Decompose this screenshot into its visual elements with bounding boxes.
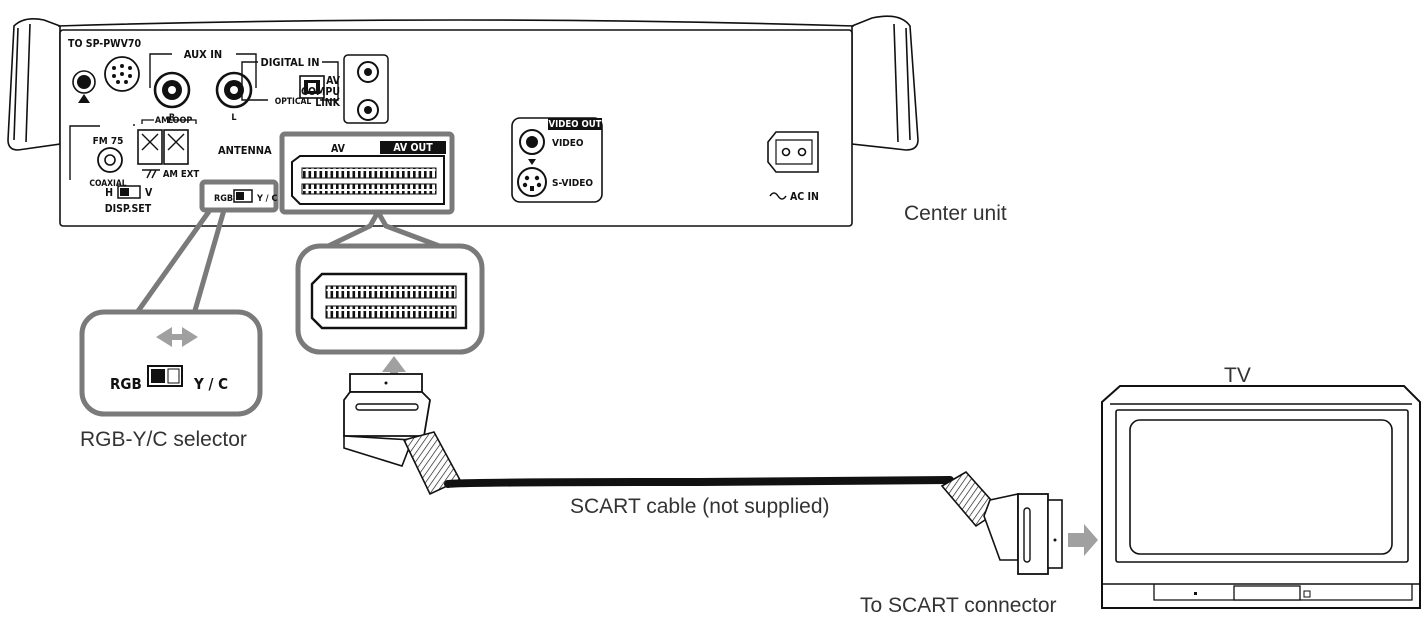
connector-caption: To SCART connector <box>860 594 1057 617</box>
av-compu-label-2: COMPU <box>301 86 340 98</box>
zoom-yc-label: Y / C <box>193 375 228 393</box>
av-compu-label-1: AV <box>326 75 341 87</box>
ac-in-label: AC IN <box>790 191 819 203</box>
slide-direction-icon <box>156 327 198 347</box>
aux-in-label: AUX IN <box>184 48 222 61</box>
fm-label: FM 75 <box>93 136 124 147</box>
digital-in-label: DIGITAL IN <box>261 56 320 69</box>
disp-set-label: DISP.SET <box>105 203 152 215</box>
selector-caption: RGB-Y/C selector <box>80 428 247 451</box>
scart-plug-unit-end <box>343 373 462 496</box>
tv-caption: TV <box>1224 364 1251 387</box>
aux-l-label: L <box>231 113 236 123</box>
to-sp-label: TO SP-PWV70 <box>68 38 141 50</box>
aux-r-label: R <box>169 113 176 123</box>
scart-zoom-callout <box>295 210 485 380</box>
to-tv-arrow-icon <box>1068 524 1098 556</box>
am-ext-label: AM EXT <box>163 169 200 180</box>
av-out-label: AV OUT <box>393 142 433 154</box>
scart-cable <box>343 373 1098 575</box>
tv-set <box>1101 385 1421 609</box>
ac-in-socket: AC IN <box>767 131 819 203</box>
coaxial-label: COAXIAL <box>89 179 126 189</box>
panel-rgb-label: RGB <box>214 194 233 204</box>
cable-caption: SCART cable (not supplied) <box>570 495 830 518</box>
s-video-label: S-VIDEO <box>552 178 593 189</box>
antenna-label: ANTENNA <box>218 144 272 157</box>
av-compu-label-3: LINK <box>315 97 340 109</box>
disp-h-label: H <box>105 187 113 199</box>
optical-label: OPTICAL <box>275 97 312 107</box>
loop-label: LOOP <box>168 116 193 126</box>
disp-set-switch: H V DISP.SET <box>105 185 153 215</box>
av-compu-link: AV COMPU LINK <box>301 54 389 124</box>
digital-in-optical: DIGITAL IN OPTICAL <box>241 56 339 107</box>
right-wing <box>851 15 919 151</box>
zoom-rgb-label: RGB <box>110 375 142 393</box>
am-label: AM <box>155 116 169 126</box>
av-label: AV <box>331 143 346 155</box>
video-out-jacks: VIDEO OUT VIDEO S-VIDEO <box>511 117 603 203</box>
back-panel <box>59 29 853 227</box>
panel-yc-label: Y / C <box>256 194 277 204</box>
video-label: VIDEO <box>552 138 584 149</box>
center-unit-caption: Center unit <box>904 202 1007 225</box>
left-wing <box>7 18 61 151</box>
cable-wire <box>444 476 954 488</box>
selector-zoom-callout: RGB Y / C <box>79 208 263 417</box>
antenna-terminals: FM 75 COAXIAL AM LOOP AM EXT ANTENNA <box>69 116 272 189</box>
scart-plug-tv-end <box>940 470 1063 575</box>
insert-arrow-icon <box>382 356 406 380</box>
center-unit <box>7 15 919 227</box>
av-out-scart-socket: AV AV OUT <box>279 131 455 215</box>
video-out-label: VIDEO OUT <box>548 119 601 130</box>
disp-v-label: V <box>145 187 153 199</box>
to-sp-pwv70-terminal: TO SP-PWV70 <box>68 38 141 103</box>
rgb-yc-selector-panel: RGB Y / C <box>199 179 279 213</box>
